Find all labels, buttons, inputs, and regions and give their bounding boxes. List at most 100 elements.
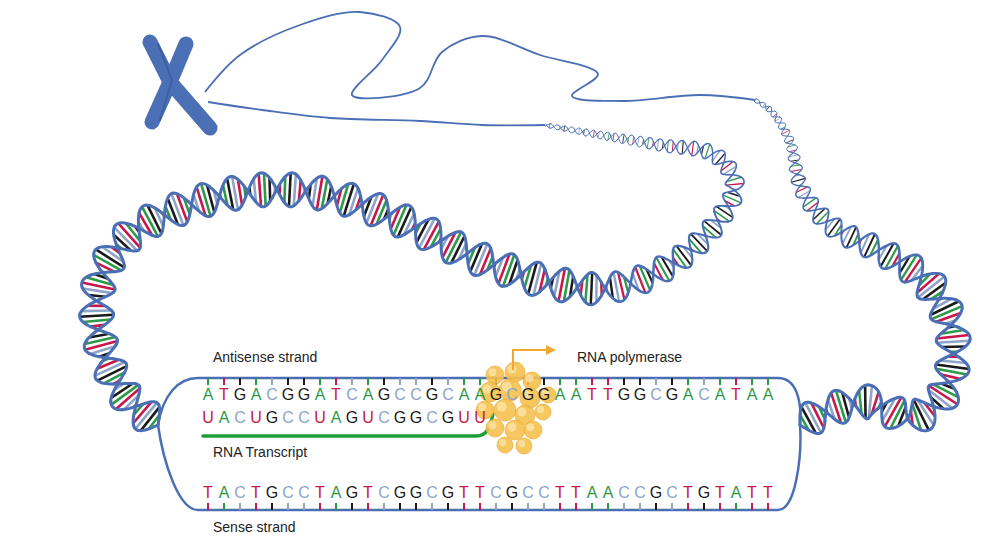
base-letter: T bbox=[248, 483, 264, 503]
base-letter: A bbox=[456, 385, 472, 405]
helix-backbone bbox=[172, 193, 188, 202]
base-letter: C bbox=[280, 483, 296, 503]
base-letter: U bbox=[472, 408, 488, 428]
helix-backbone bbox=[854, 226, 859, 244]
helix-backbone bbox=[317, 201, 330, 210]
helix-backbone bbox=[855, 385, 868, 399]
helix-backbone bbox=[502, 278, 518, 287]
helix-backbone bbox=[138, 425, 158, 431]
base-tick bbox=[367, 378, 369, 385]
helix-backbone bbox=[760, 102, 771, 107]
base-letter: A bbox=[360, 385, 376, 405]
base-tick bbox=[575, 378, 577, 385]
helix-backbone bbox=[131, 225, 152, 235]
helix-backbone bbox=[609, 133, 621, 143]
arrow-head bbox=[546, 345, 556, 355]
base-letter: A bbox=[552, 385, 568, 405]
helix-backbone bbox=[82, 275, 91, 287]
polymerase-subunit bbox=[486, 419, 504, 437]
helix-backbone bbox=[826, 209, 829, 228]
helix-backbone bbox=[911, 399, 915, 411]
base-letter: U bbox=[200, 408, 216, 428]
base-letter: C bbox=[616, 483, 632, 503]
antisense-sequence: ATGACGGATCAGCCGCAAGCGGAATTGGCGACATAA bbox=[200, 385, 776, 405]
polymerase-highlight bbox=[525, 374, 533, 382]
base-tick bbox=[239, 378, 241, 385]
helix-backbone bbox=[937, 342, 952, 353]
base-letter: T bbox=[328, 385, 344, 405]
chromosome bbox=[150, 42, 210, 128]
base-pair-rung bbox=[726, 184, 743, 186]
helix-backbone bbox=[96, 263, 110, 282]
helix-backbone bbox=[114, 265, 124, 271]
helix-backbone bbox=[942, 276, 946, 293]
helix-backbone bbox=[836, 420, 848, 423]
base-letter: A bbox=[472, 385, 488, 405]
helix-backbone bbox=[885, 243, 898, 247]
helix-backbone bbox=[445, 258, 460, 263]
helix-backbone bbox=[836, 226, 854, 235]
base-pair-rung bbox=[81, 309, 111, 312]
base-letter: G bbox=[632, 385, 648, 405]
helix-backbone bbox=[111, 359, 126, 365]
base-tick bbox=[543, 378, 545, 385]
base-letter: C bbox=[408, 385, 424, 405]
helix-backbone bbox=[416, 239, 424, 249]
helix-backbone bbox=[84, 340, 89, 353]
base-letter: G bbox=[264, 408, 280, 428]
helix-backbone bbox=[443, 232, 460, 240]
base-letter: U bbox=[360, 408, 376, 428]
helix-backbone bbox=[728, 175, 744, 184]
helix-backbone bbox=[771, 107, 780, 117]
base-letter: C bbox=[520, 483, 536, 503]
helix-backbone bbox=[898, 247, 899, 269]
helix-backbone bbox=[405, 205, 414, 215]
helix-backbone bbox=[645, 137, 656, 148]
helix-backbone bbox=[643, 267, 662, 280]
helix-backbone bbox=[284, 173, 297, 178]
base-letter: C bbox=[344, 385, 360, 405]
helix-backbone bbox=[460, 245, 479, 259]
base-tick bbox=[479, 378, 481, 385]
helix-backbone bbox=[685, 248, 705, 253]
chromatid bbox=[170, 44, 210, 128]
helix-guide bbox=[96, 125, 735, 425]
base-tick bbox=[751, 503, 753, 510]
chromatid-edge bbox=[158, 44, 172, 120]
base-pair-rung bbox=[264, 173, 266, 206]
helix-backbone bbox=[829, 390, 840, 398]
base-tick bbox=[655, 503, 657, 510]
helix-backbone bbox=[114, 382, 136, 386]
helix-backbone bbox=[165, 193, 172, 208]
helix-backbone bbox=[728, 208, 733, 222]
polymerase-highlight bbox=[508, 423, 517, 432]
helix-backbone bbox=[640, 286, 652, 293]
helix-backbone bbox=[955, 340, 970, 353]
base-tick bbox=[271, 503, 273, 510]
helix-backbone bbox=[135, 384, 139, 394]
base-pair-rung bbox=[80, 315, 114, 317]
base-tick bbox=[687, 378, 689, 385]
helix-backbone bbox=[941, 374, 957, 392]
helix-backbone bbox=[248, 191, 261, 206]
base-tick bbox=[623, 503, 625, 510]
helix-backbone bbox=[587, 129, 599, 137]
helix-backbone bbox=[859, 244, 866, 257]
helix-backbone bbox=[621, 135, 634, 143]
base-pair-rung bbox=[578, 128, 579, 134]
helix-backbone bbox=[897, 397, 906, 404]
helix-backbone bbox=[788, 150, 796, 163]
helix-backbone bbox=[931, 293, 942, 313]
base-tick bbox=[415, 378, 417, 385]
base-ticks bbox=[208, 378, 768, 510]
helix-backbone bbox=[333, 190, 340, 212]
helix-backbone bbox=[120, 364, 127, 380]
base-tick bbox=[559, 378, 561, 385]
strand-label: Antisense strand bbox=[213, 349, 317, 365]
base-tick bbox=[303, 378, 305, 385]
helix-backbone bbox=[803, 195, 808, 211]
helix-backbone bbox=[905, 275, 925, 282]
helix-backbone bbox=[105, 313, 114, 325]
rna-sequence: UACUGCCUAGUCGGCGUU bbox=[200, 408, 488, 428]
helix-backbone bbox=[685, 256, 692, 268]
